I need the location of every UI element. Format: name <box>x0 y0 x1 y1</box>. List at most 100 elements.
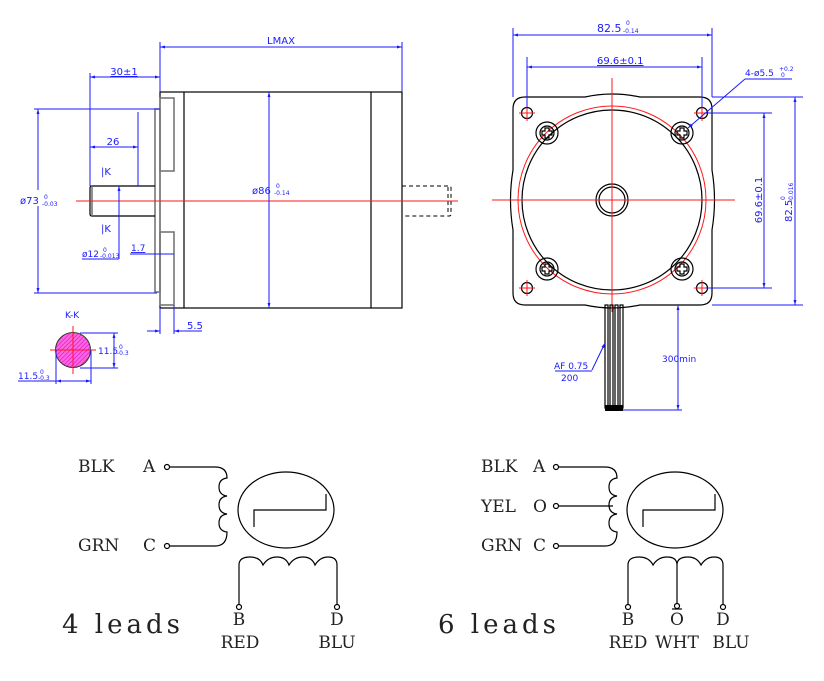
svg-text:0: 0 <box>626 20 630 27</box>
svg-text:11.5: 11.5 <box>18 372 38 382</box>
wire-spec-bottom: 200 <box>561 374 578 384</box>
flange-width-label: 82.5 0 -0.14 <box>597 20 639 35</box>
coil-bd <box>238 556 338 604</box>
motor-body <box>159 91 403 309</box>
terminal-a <box>163 463 171 471</box>
svg-text:0: 0 <box>780 196 787 200</box>
front-view: 82.5 0 -0.14 69.6±0.1 4-ø5.5 +0.2 0 69.6… <box>492 20 803 411</box>
wire6-left-pin: B <box>622 610 635 630</box>
wire4-bottom-color: GRN <box>78 536 119 556</box>
pilot-diameter-label: ø73 0 -0.03 <box>16 190 58 208</box>
shaft-length-label: 30±1 <box>110 67 137 78</box>
rotor-magnet <box>253 494 327 527</box>
section-mark-top: |K <box>101 167 111 178</box>
svg-text:-0.3: -0.3 <box>117 350 129 357</box>
terminal-c <box>163 542 171 550</box>
wire6-top-pin: A <box>532 457 546 477</box>
wire-spec-leader <box>591 342 606 371</box>
wire4-left-pin: B <box>233 610 246 630</box>
svg-text:-0.013: -0.013 <box>100 253 120 260</box>
svg-text:4-ø5.5: 4-ø5.5 <box>745 69 774 79</box>
wire6-top-color: BLK <box>481 457 518 477</box>
wire6-mid-color: YEL <box>480 497 516 517</box>
screw-top-right <box>670 121 694 145</box>
svg-text:82.5: 82.5 <box>784 200 795 222</box>
svg-text:+0.2: +0.2 <box>779 66 794 73</box>
flange-lip-top <box>159 97 175 172</box>
mount-hole-bl <box>519 280 535 296</box>
wire6-title: 6 leads <box>438 610 560 640</box>
flange-thickness-label: 5.5 <box>187 321 203 332</box>
wire6-right-color: BLU <box>712 633 749 653</box>
side-view: LMAX 30±1 26 |K |K ø73 0 -0.03 ø12 0 -0.… <box>16 36 458 334</box>
screw-bottom-right <box>670 257 694 281</box>
svg-text:0: 0 <box>44 194 48 201</box>
wire6-mid-pin: O <box>533 497 547 517</box>
svg-text:-0.14: -0.14 <box>623 28 639 35</box>
svg-text:0: 0 <box>781 72 785 79</box>
terminal-o6-center <box>673 602 681 610</box>
wire4-top-pin: A <box>142 457 156 477</box>
terminal-b6 <box>624 603 632 611</box>
svg-text:0: 0 <box>276 183 280 190</box>
svg-text:-0.016: -0.016 <box>788 182 795 202</box>
section-height-label: 11.5 0 -0.3 <box>98 344 129 357</box>
wire4-right-pin: D <box>330 610 344 630</box>
flange-outline <box>509 93 716 309</box>
rotor-magnet-6 <box>642 494 716 527</box>
svg-text:82.5: 82.5 <box>597 22 622 35</box>
wire4-left-color: RED <box>221 633 260 653</box>
wire6-bottom-pin: C <box>533 536 546 556</box>
lead-length-label: 300min <box>662 355 696 365</box>
coil-ac <box>170 466 228 547</box>
flat-length-label: 26 <box>107 137 120 148</box>
shaft-diameter-label: ø12 0 -0.013 <box>82 247 120 260</box>
svg-text:ø73: ø73 <box>20 196 39 207</box>
terminal-d6 <box>719 603 727 611</box>
pilot-depth-label: 1.7 <box>131 244 145 254</box>
svg-text:0: 0 <box>40 369 44 376</box>
wire4-bottom-pin: C <box>143 536 156 556</box>
wire6-left-color: RED <box>609 633 648 653</box>
coil-ac6 <box>559 466 618 547</box>
section-mark-bottom: |K <box>101 224 111 235</box>
svg-text:-0.14: -0.14 <box>274 190 290 197</box>
svg-text:ø86: ø86 <box>252 186 271 197</box>
rotor-symbol-6 <box>626 471 724 549</box>
terminal-o6 <box>552 502 560 510</box>
wire6-right-pin: D <box>716 610 730 630</box>
lead-wires <box>604 304 624 411</box>
rotor-symbol <box>237 471 335 549</box>
svg-text:ø12: ø12 <box>82 250 99 260</box>
wire6-center-color: WHT <box>655 633 699 653</box>
hole-spacing-v-label: 69.6±0.1 <box>754 177 765 224</box>
hole-callout-label: 4-ø5.5 +0.2 0 <box>745 66 794 79</box>
flange-height-label: 82.5 0 -0.016 <box>780 182 795 222</box>
screw-bottom-left <box>535 257 559 281</box>
lmax-label: LMAX <box>267 36 295 47</box>
coil-bd6 <box>627 556 724 604</box>
terminal-b <box>235 603 243 611</box>
body-diameter-label: ø86 0 -0.14 <box>252 183 290 197</box>
section-title: K-K <box>65 311 80 321</box>
wire6-bottom-color: GRN <box>481 536 522 556</box>
terminal-c6 <box>552 542 560 550</box>
wire6-center-pin: O <box>670 610 684 630</box>
wire4-top-color: BLK <box>78 457 115 477</box>
svg-text:11.5: 11.5 <box>98 347 118 357</box>
flange-lip-bottom <box>159 231 175 306</box>
section-width-label: 11.5 0 -0.3 <box>18 369 50 382</box>
hole-spacing-h-label: 69.6±0.1 <box>597 56 644 67</box>
terminal-d <box>333 603 341 611</box>
wire-spec-top: AF 0.75 <box>554 362 588 372</box>
section-k-k: K-K 11.5 0 -0.3 11.5 0 -0.3 <box>18 311 129 384</box>
svg-text:0: 0 <box>119 344 123 351</box>
wiring-diagram-6-leads: BLK A YEL O GRN C B O D RED WHT BLU 6 le… <box>438 457 750 653</box>
svg-text:-0.3: -0.3 <box>38 375 50 382</box>
svg-text:0: 0 <box>103 247 107 254</box>
wire4-title: 4 leads <box>62 610 184 640</box>
hole-callout-leader <box>687 78 746 129</box>
wiring-diagram-4-leads: BLK A GRN C B D RED BLU 4 leads <box>62 457 356 653</box>
wire4-right-color: BLU <box>318 633 355 653</box>
